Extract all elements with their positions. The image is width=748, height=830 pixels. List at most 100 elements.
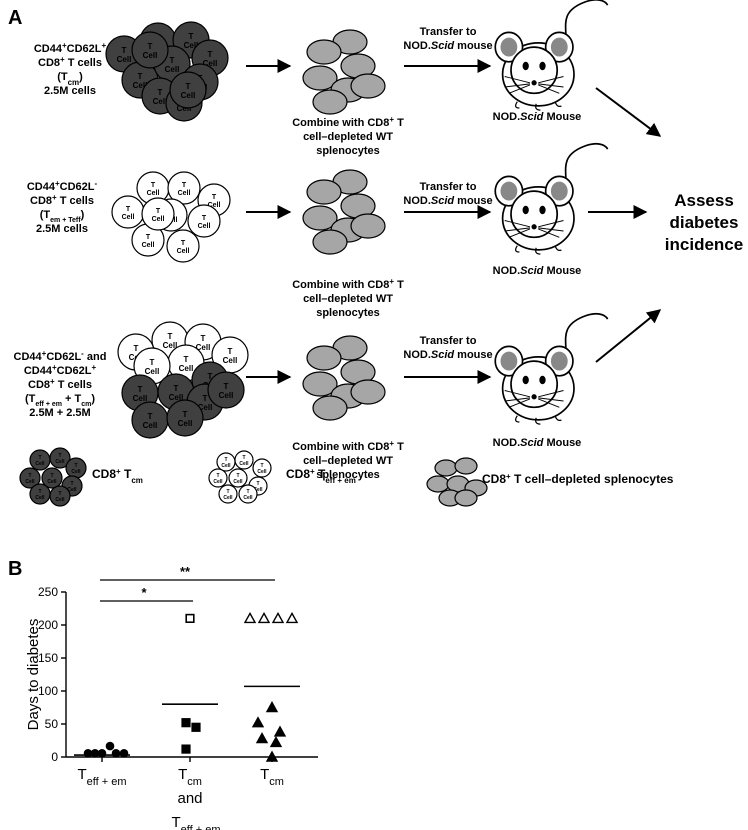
cell-label: Cell: [133, 394, 148, 403]
data-point: [265, 750, 279, 762]
y-tick-label: 150: [38, 651, 58, 665]
data-point: [83, 749, 93, 758]
cell-label: Cell: [239, 461, 249, 467]
data-point: [97, 749, 107, 758]
cell-label: T: [224, 457, 227, 463]
row-1-mouse-label: NOD.Scid Mouse: [493, 111, 582, 123]
cell-label: Cell: [163, 341, 178, 350]
svg-text:cell–depleted WT: cell–depleted WT: [303, 293, 393, 305]
svg-text:incidence: incidence: [665, 235, 743, 254]
cell-label: Cell: [55, 497, 65, 503]
cell-label: Cell: [223, 495, 233, 501]
svg-text:Combine with CD8+ T: Combine with CD8+ T: [292, 277, 404, 292]
cell-label: T: [28, 473, 31, 479]
data-point: [243, 611, 257, 624]
x-tick-label: Teff + em: [171, 814, 220, 830]
splenocyte: [306, 179, 342, 205]
data-point: [265, 701, 279, 713]
cell-label: Cell: [143, 421, 158, 430]
data-point: [90, 749, 100, 758]
y-tick-label: 0: [51, 750, 58, 764]
splenocyte: [306, 345, 342, 371]
cell-label: T: [236, 473, 239, 479]
svg-text:CD8+ T cells: CD8+ T cells: [38, 55, 102, 70]
cell-label: T: [189, 32, 194, 41]
cell-label: Cell: [253, 487, 263, 493]
cell-label: Cell: [208, 202, 221, 209]
svg-text:Transfer to: Transfer to: [420, 26, 477, 38]
data-point: [255, 732, 269, 744]
cell-label: Cell: [203, 59, 218, 68]
y-axis-label: Days to diabetes: [25, 619, 42, 731]
row-1-combine-label: Combine with CD8+ T cell–depleted WT spl…: [292, 115, 404, 158]
cell-label: Cell: [223, 356, 238, 365]
cell-label: Cell: [257, 469, 267, 475]
cell-label: Cell: [143, 51, 158, 60]
cell-label: T: [182, 182, 187, 189]
splenocyte: [350, 213, 386, 239]
row-2-combine-label: Combine with CD8+ T cell–depleted WT spl…: [292, 277, 404, 320]
cell-label: T: [146, 234, 151, 241]
splenocyte-cluster-1: [302, 29, 386, 115]
cell-label: Cell: [213, 479, 223, 485]
outcome-label: Assess diabetes incidence: [665, 191, 743, 254]
legend-splenocyte-label: CD8+ T cell–depleted splenocytes: [482, 472, 674, 487]
cell-label: T: [50, 473, 53, 479]
cell-label: T: [183, 410, 188, 419]
x-tick-label: Tcm: [260, 766, 284, 788]
data-point: [191, 722, 201, 732]
mice: [494, 0, 609, 425]
svg-text:Combine with CD8+ T: Combine with CD8+ T: [292, 439, 404, 454]
cell-label: Cell: [198, 223, 211, 230]
cell-label: Cell: [133, 81, 148, 90]
panel-b-letter: B: [8, 558, 22, 580]
splenocyte: [454, 489, 478, 507]
cell-label: Cell: [117, 55, 132, 64]
row-3-transfer-label: Transfer to NOD.Scid mouse: [403, 335, 492, 361]
panel-a-letter: A: [8, 7, 22, 29]
cell-label: Cell: [177, 104, 192, 113]
svg-text:(Teff + em + Tcm): (Teff + em + Tcm): [25, 393, 95, 408]
cell-label: T: [201, 334, 206, 343]
cell-label: T: [151, 182, 156, 189]
row-2-transfer-label: Transfer to NOD.Scid mouse: [403, 181, 492, 207]
cell-label: T: [181, 240, 186, 247]
svg-text:Combine with CD8+ T: Combine with CD8+ T: [292, 115, 404, 130]
svg-text:CD44+CD62L+: CD44+CD62L+: [24, 363, 97, 378]
cell-label: T: [148, 42, 153, 51]
legend-teff-label: CD8+ Teff + em: [286, 467, 356, 485]
cell-label: T: [38, 455, 41, 461]
x-tick-label: Tcm: [178, 766, 202, 788]
cell-label: Cell: [184, 41, 199, 50]
cell-label: T: [170, 56, 175, 65]
cell-label: T: [138, 72, 143, 81]
row-2-mouse-label: NOD.Scid Mouse: [493, 265, 582, 277]
cell-label: T: [156, 208, 161, 215]
y-tick-label: 100: [38, 684, 58, 698]
svg-text:CD8+ T cells: CD8+ T cells: [28, 377, 92, 392]
arrow-mouse1-outcome: [595, 87, 662, 137]
data-point: [105, 741, 115, 751]
cell-label: Cell: [179, 364, 194, 373]
data-point: [111, 749, 121, 758]
svg-text:(Tem + Teff): (Tem + Teff): [40, 209, 85, 224]
data-point: [181, 718, 191, 728]
splenocyte-cluster-2: [302, 169, 386, 255]
svg-text:splenocytes: splenocytes: [316, 307, 380, 319]
svg-text:2.5M + 2.5M: 2.5M + 2.5M: [29, 407, 90, 419]
svg-text:Transfer to: Transfer to: [420, 181, 477, 193]
splenocyte: [312, 89, 348, 115]
cell-label: T: [174, 384, 179, 393]
mouse-icon: [494, 0, 609, 111]
